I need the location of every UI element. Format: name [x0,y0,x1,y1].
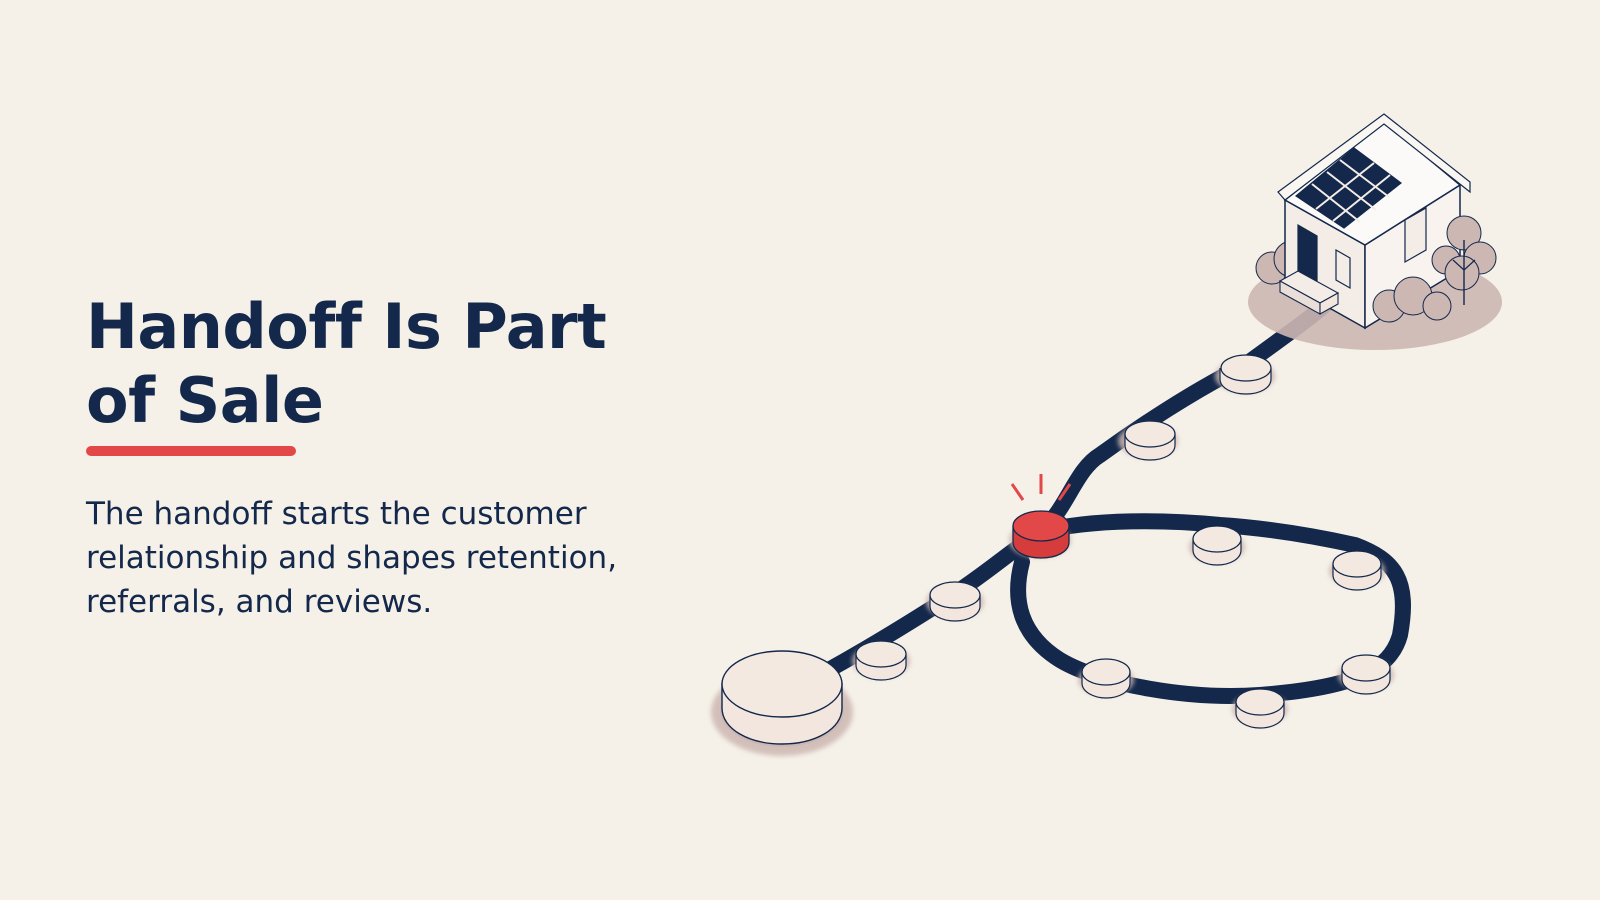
journey-node [1219,354,1272,395]
journey-node [929,581,981,622]
text-block: Handoff Is Part of Sale The handoff star… [86,290,686,624]
journey-node-large [720,650,844,747]
path-icon [774,297,1411,704]
solar-panel-icon [1294,147,1402,229]
loop-node [1235,688,1285,729]
journey-node [855,640,907,681]
loop-node [1341,654,1391,695]
loop-node [1332,550,1382,591]
slide-title: Handoff Is Part of Sale [86,290,607,437]
slide-body: The handoff starts the customer relation… [86,496,618,620]
loop-node [1081,658,1131,699]
loop-node [1192,525,1242,566]
customer-journey-illustration [700,100,1540,800]
house-icon [1248,113,1502,350]
illustration-svg [711,113,1502,756]
highlight-node-icon [1010,474,1072,559]
title-accent-underline [86,446,296,456]
journey-node [1124,420,1176,461]
